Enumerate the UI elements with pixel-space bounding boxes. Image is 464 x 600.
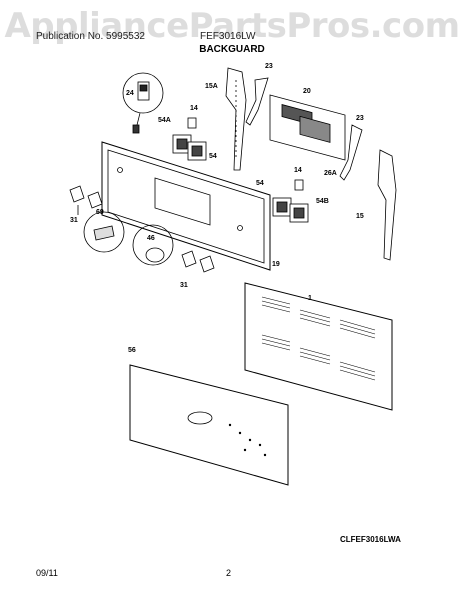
part-label-23: 23 bbox=[265, 63, 273, 70]
switch-rocker bbox=[139, 84, 148, 92]
part-label-15A: 15A bbox=[205, 83, 218, 90]
panel-cutout bbox=[187, 411, 213, 425]
publication-label: Publication No. 5995532 bbox=[36, 31, 145, 42]
screw-69 bbox=[93, 225, 115, 241]
part-label-15: 15 bbox=[356, 213, 364, 220]
part-label-46: 46 bbox=[147, 235, 155, 242]
panel-hole bbox=[117, 167, 123, 173]
knob-31-left-a bbox=[69, 185, 85, 203]
part-label-26A: 26A bbox=[324, 170, 337, 177]
switch-body bbox=[191, 145, 203, 157]
part-label-56: 56 bbox=[128, 347, 136, 354]
part-label-54B: 54B bbox=[316, 198, 329, 205]
part-label-19: 19 bbox=[272, 261, 280, 268]
part-label-1: 1 bbox=[308, 295, 312, 302]
part-label-31: 31 bbox=[70, 217, 78, 224]
panel-inner-border bbox=[107, 149, 265, 264]
callout-circle-46 bbox=[132, 224, 174, 266]
trim-23-left bbox=[245, 77, 269, 126]
rear-panel-vents bbox=[261, 296, 376, 381]
callout-circle-69 bbox=[83, 211, 125, 253]
callout-circle-24 bbox=[122, 72, 164, 114]
switch-body bbox=[276, 201, 288, 213]
part-label-14: 14 bbox=[190, 105, 198, 112]
model-label: FEF3016LW bbox=[200, 31, 256, 42]
part-label-54: 54 bbox=[256, 180, 264, 187]
trim-23-right bbox=[339, 124, 363, 181]
panel-holes bbox=[228, 423, 267, 457]
part-label-54: 54 bbox=[209, 153, 217, 160]
part-label-20: 20 bbox=[303, 88, 311, 95]
section-title: BACKGUARD bbox=[199, 44, 265, 55]
switch-body bbox=[176, 138, 188, 150]
part-label-24: 24 bbox=[126, 90, 134, 97]
panel-hole bbox=[237, 225, 243, 231]
panel-window bbox=[154, 177, 211, 226]
part-label-31: 31 bbox=[180, 282, 188, 289]
switch-body bbox=[293, 207, 305, 219]
lower-panel-56 bbox=[129, 364, 289, 486]
part-label-14: 14 bbox=[294, 167, 302, 174]
model-code: CLFEF3016LWA bbox=[340, 535, 401, 544]
small-part bbox=[132, 124, 140, 134]
leader-line bbox=[136, 112, 141, 126]
knob-31-bottom-b bbox=[199, 255, 215, 273]
part-label-54A: 54A bbox=[158, 117, 171, 124]
knob-46 bbox=[145, 247, 165, 263]
page-number: 2 bbox=[226, 568, 232, 578]
part-label-23: 23 bbox=[356, 115, 364, 122]
end-cap-15a bbox=[225, 67, 247, 171]
knob-31-bottom-a bbox=[181, 250, 197, 268]
small-switch-14-right bbox=[294, 179, 304, 191]
board-keys bbox=[299, 115, 331, 143]
small-switch-14 bbox=[187, 117, 197, 129]
end-cap-15 bbox=[377, 149, 397, 261]
footer-date: 09/11 bbox=[36, 568, 58, 578]
knob-31-left-b bbox=[87, 191, 103, 209]
rear-panel-1 bbox=[244, 282, 393, 411]
part-label-69: 69 bbox=[96, 209, 104, 216]
